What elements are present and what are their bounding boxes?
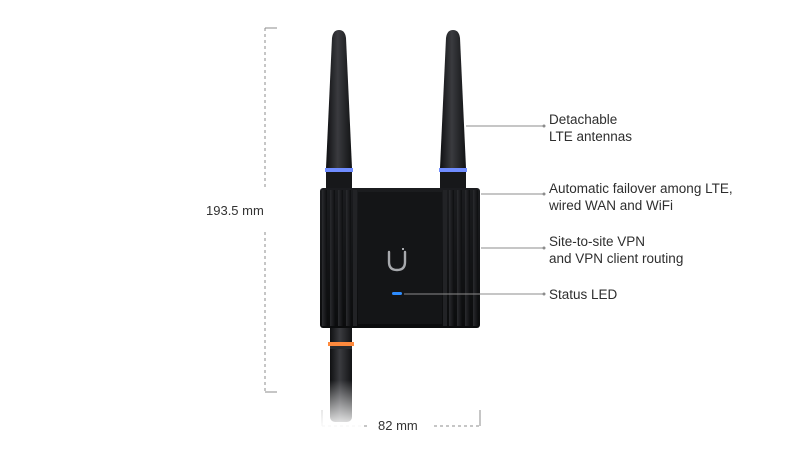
- callout-line: Automatic failover among LTE,: [549, 181, 733, 196]
- status-led: [392, 292, 402, 295]
- callout-line: Detachable: [549, 112, 618, 127]
- bottom-antenna: [320, 322, 362, 430]
- ubiquiti-u-logo-icon: [387, 248, 407, 272]
- height-dimension: [264, 27, 277, 393]
- heatsink-fins-left: [322, 190, 357, 326]
- callout-line: Site-to-site VPN: [549, 234, 646, 249]
- width-dimension-label: 82 mm: [378, 418, 418, 433]
- callout-detachable-antennas: Detachable LTE antennas: [549, 111, 632, 145]
- height-dimension-label: 193.5 mm: [206, 203, 264, 218]
- callout-status-led: Status LED: [549, 286, 617, 303]
- callout-line: Status LED: [549, 287, 618, 302]
- callout-line: wired WAN and WiFi: [549, 198, 674, 213]
- callout-line: and VPN client routing: [549, 251, 684, 266]
- callout-automatic-failover: Automatic failover among LTE, wired WAN …: [549, 180, 733, 214]
- callout-line: LTE antennas: [549, 129, 633, 144]
- callout-vpn: Site-to-site VPN and VPN client routing: [549, 233, 683, 267]
- antenna-left: [325, 30, 353, 190]
- antenna-right: [439, 30, 467, 190]
- heatsink-fins-right: [443, 190, 478, 326]
- router-body: [320, 188, 480, 328]
- leader-lines: [404, 124, 546, 296]
